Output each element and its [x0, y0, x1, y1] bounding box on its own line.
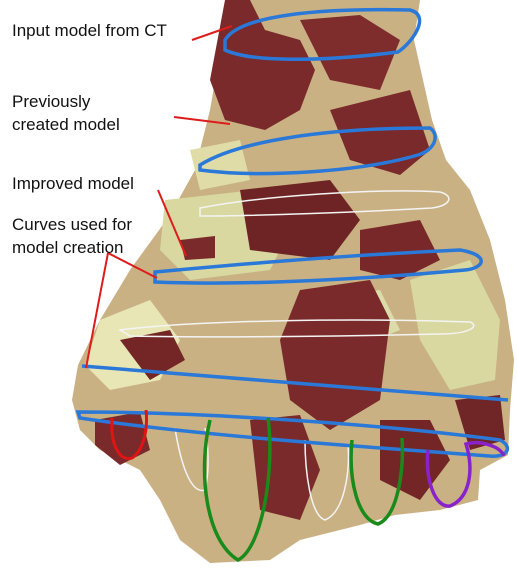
label-curves-line2: model creation [12, 238, 124, 258]
label-previous-line1: Previously [12, 92, 90, 112]
label-previous-line2: created model [12, 115, 120, 135]
label-input-model: Input model from CT [12, 21, 167, 41]
label-curves-line1: Curves used for [12, 215, 132, 235]
label-improved-model: Improved model [12, 174, 134, 194]
